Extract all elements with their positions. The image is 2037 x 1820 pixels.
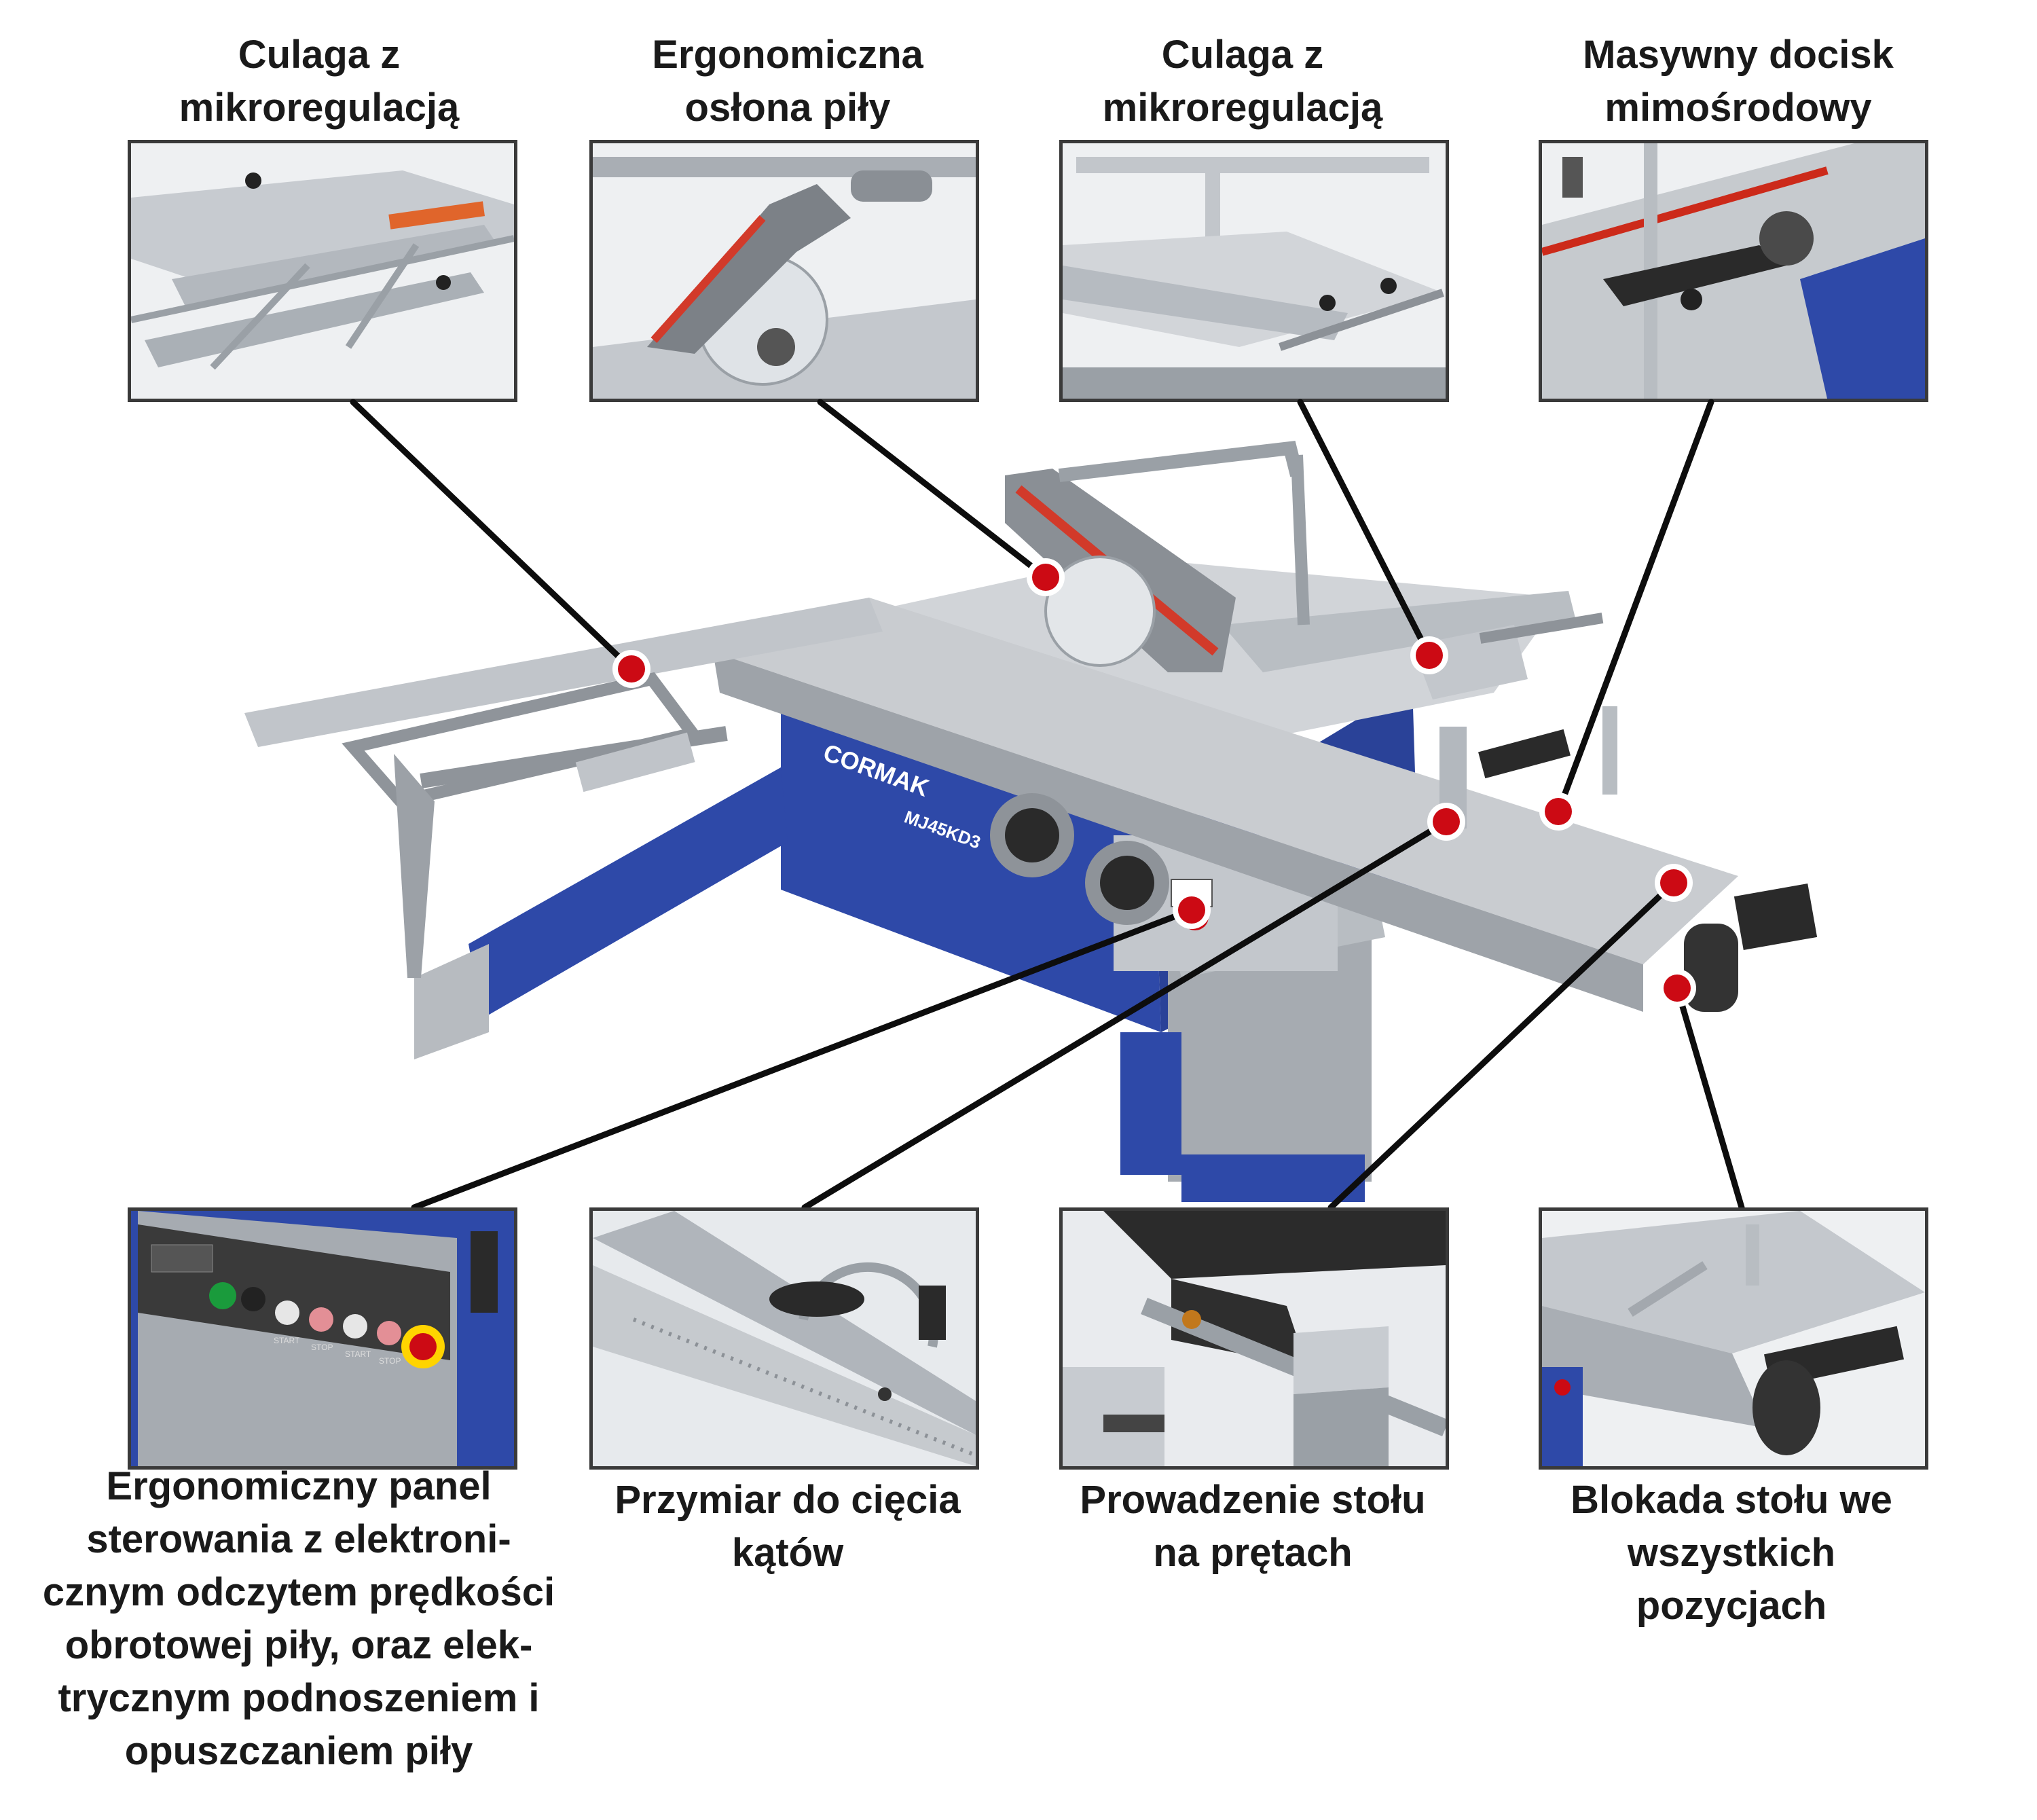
- leader-culaga-2: [1297, 399, 1433, 659]
- panel-stop-label-2: STOP: [379, 1356, 401, 1366]
- hotspot-blokada[interactable]: [1658, 969, 1696, 1007]
- thumb-culaga-2[interactable]: [1059, 140, 1449, 402]
- machine-cabinet-front: [781, 706, 1161, 1032]
- hotspot-oslona[interactable]: [1027, 558, 1065, 596]
- caption-oslona: Ergonomiczna osłona piły: [652, 33, 923, 130]
- caption-przymiar: Przymiar do cięcia kątów: [614, 1478, 961, 1575]
- outrigger-front-rail: [244, 598, 883, 747]
- thumb-blokada[interactable]: [1539, 1207, 1928, 1470]
- panel-start-label-1: START: [274, 1336, 300, 1345]
- thumb-przymiar[interactable]: [589, 1207, 979, 1470]
- sliding-carriage-photo: [131, 143, 514, 399]
- leader-prowadzenie: [1327, 879, 1677, 1211]
- hotspot-docisk[interactable]: [1539, 793, 1577, 831]
- leader-przymiar: [801, 818, 1450, 1211]
- thumb-docisk[interactable]: [1539, 140, 1928, 402]
- hotspot-panel[interactable]: [1173, 891, 1211, 929]
- thumb-prowadzenie[interactable]: [1059, 1207, 1449, 1470]
- hotspot-przymiar[interactable]: [1427, 803, 1465, 841]
- panel-stop-label-1: STOP: [311, 1343, 333, 1352]
- leader-docisk: [1555, 399, 1714, 815]
- saw-guard-photo: [593, 143, 976, 399]
- leader-culaga-1: [350, 399, 635, 672]
- caption-panel: Ergonomiczny panel sterowania z elektron…: [42, 1464, 555, 1773]
- caption-prowadzenie: Prowadzenie stołu na prętach: [1080, 1478, 1426, 1575]
- angle-gauge-photo: [593, 1211, 976, 1466]
- thumb-oslona[interactable]: [589, 140, 979, 402]
- thumb-panel[interactable]: START STOP START STOP: [128, 1207, 517, 1470]
- hotspot-prowadzenie[interactable]: [1655, 864, 1693, 902]
- caption-docisk: Masywny docisk mimośrodowy: [1583, 33, 1894, 130]
- table-rails-photo: [1063, 1211, 1446, 1466]
- control-panel-photo: START STOP START STOP: [131, 1211, 514, 1466]
- leader-panel: [411, 907, 1195, 1211]
- panel-start-label-2: START: [345, 1349, 371, 1359]
- hotspot-culaga-2[interactable]: [1410, 636, 1448, 674]
- leader-oslona: [817, 399, 1049, 581]
- rip-fence-photo: [1063, 143, 1446, 399]
- extension-arm: [469, 767, 788, 1019]
- caption-culaga-2: Culaga z mikroregulacją: [1102, 33, 1383, 130]
- leader-blokada: [1674, 985, 1745, 1211]
- sliding-table: [713, 598, 1738, 964]
- caption-culaga-1: Culaga z mikroregulacją: [179, 33, 460, 130]
- caption-blokada: Blokada stołu we wszystkich pozycjach: [1571, 1478, 1892, 1628]
- hotspot-culaga-1[interactable]: [612, 650, 650, 688]
- thumb-culaga-1[interactable]: [128, 140, 517, 402]
- eccentric-clamp-photo: [1542, 143, 1925, 399]
- table-lock-photo: [1542, 1211, 1925, 1466]
